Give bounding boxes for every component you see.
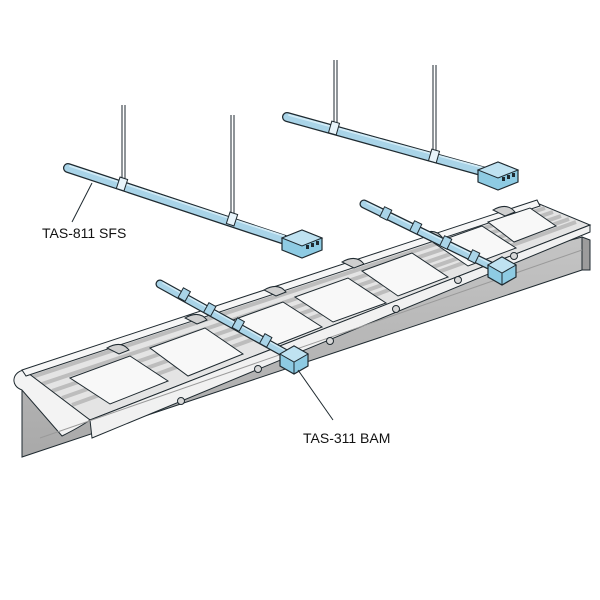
label-tas-311-bam: TAS-311 BAM bbox=[303, 430, 390, 446]
conveyor-end-wall bbox=[581, 236, 591, 271]
label-tas-811-sfs: TAS-811 SFS bbox=[42, 225, 126, 241]
sfs-bar-front bbox=[63, 105, 324, 259]
bam-sensor-front bbox=[155, 279, 310, 375]
sheet-2 bbox=[148, 327, 245, 377]
sheet-7 bbox=[486, 207, 558, 243]
conveyor-front-rail bbox=[89, 224, 591, 439]
sheet-1 bbox=[68, 355, 170, 405]
sheet-4 bbox=[293, 277, 388, 323]
callout-bam: TAS-311 BAM bbox=[297, 369, 390, 446]
sfs-bar-rear bbox=[282, 60, 520, 191]
sheet-5 bbox=[360, 252, 450, 297]
callout-sfs-leader bbox=[71, 182, 93, 223]
bam-sensor-rear bbox=[359, 199, 518, 286]
conveyor-rivets bbox=[177, 252, 518, 405]
callout-sfs: TAS-811 SFS bbox=[42, 182, 126, 241]
sheet-6 bbox=[432, 225, 518, 267]
conveyor bbox=[13, 199, 592, 458]
conveyor-fins bbox=[105, 206, 516, 355]
callout-bam-leader bbox=[297, 369, 334, 421]
